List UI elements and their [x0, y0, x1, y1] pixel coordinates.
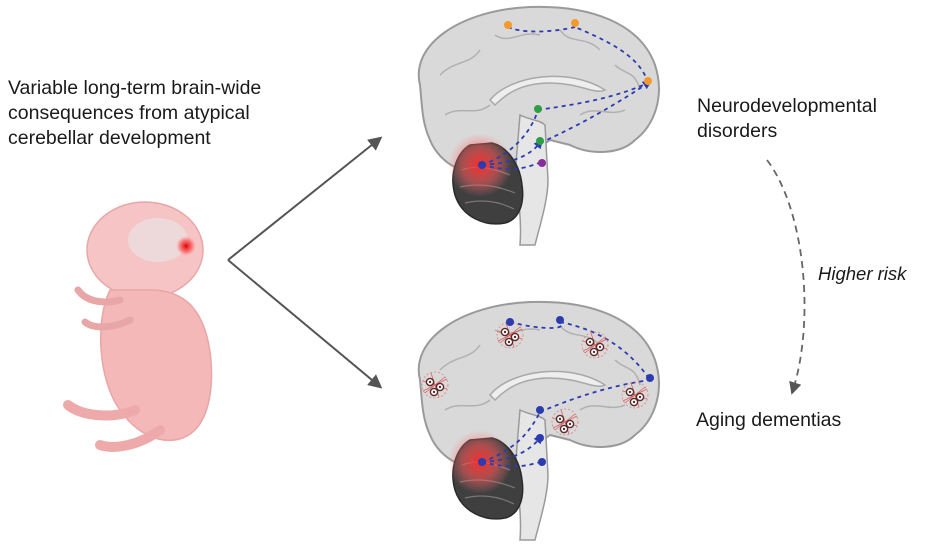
node-blue	[478, 161, 486, 169]
node-blue	[536, 406, 544, 414]
node-orange	[571, 19, 579, 27]
neurodevelopmental-label: Neurodevelopmental disorders	[697, 95, 877, 142]
infant-illustration	[63, 201, 213, 452]
node-blue	[556, 316, 564, 324]
infant-brain-area	[128, 218, 188, 262]
infant-leg	[63, 400, 165, 452]
node-blue	[536, 434, 544, 442]
node-green	[534, 105, 542, 113]
node-orange	[644, 77, 652, 85]
risk-arrow	[766, 159, 806, 395]
brain-bottom	[417, 300, 660, 541]
node-purple	[538, 159, 546, 167]
intro-caption: Variable long-term brain-wide consequenc…	[8, 77, 262, 149]
infant-arm	[74, 286, 134, 331]
node-blue	[646, 374, 654, 382]
branch-arrow-top	[227, 136, 383, 261]
brain-top	[417, 5, 660, 247]
higher-risk-label: Higher risk	[818, 263, 907, 284]
node-blue	[538, 458, 546, 466]
node-blue	[506, 318, 514, 326]
node-green	[536, 137, 544, 145]
infant-body	[99, 289, 213, 442]
infant-lesion	[176, 236, 196, 256]
aging-dementias-label: Aging dementias	[696, 409, 842, 431]
node-blue	[478, 458, 486, 466]
branch-arrow-bottom	[227, 259, 383, 389]
node-orange	[504, 21, 512, 29]
